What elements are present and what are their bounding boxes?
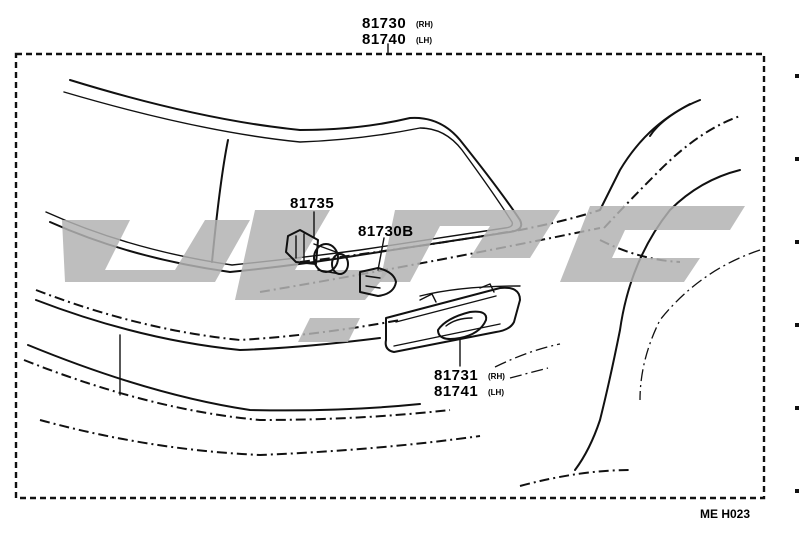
lens-rh-side: (RH) [488, 372, 505, 381]
watermark [62, 206, 745, 342]
bulb-label: 81730B [358, 223, 414, 240]
lens-lh-label: 81741 [434, 383, 478, 400]
socket-part [285, 229, 349, 275]
edge-ticks [795, 74, 799, 493]
assembly-side-rh: (RH) [416, 20, 433, 29]
lens-rh-label: 81731 [434, 367, 478, 384]
assembly-border [14, 52, 766, 500]
side-marker-lens [384, 283, 521, 353]
bulb-leader [377, 237, 385, 271]
figure-code: ME H023 [700, 507, 750, 521]
car-body-outline [23, 79, 761, 487]
lens-dash-leader [509, 367, 549, 379]
bulb-part [359, 267, 397, 297]
assembly-part-lh: 81740 [362, 31, 406, 48]
socket-label: 81735 [290, 195, 334, 212]
lens-lh-side: (LH) [488, 388, 504, 397]
assembly-side-lh: (LH) [416, 36, 432, 45]
assembly-part-rh: 81730 [362, 15, 406, 32]
